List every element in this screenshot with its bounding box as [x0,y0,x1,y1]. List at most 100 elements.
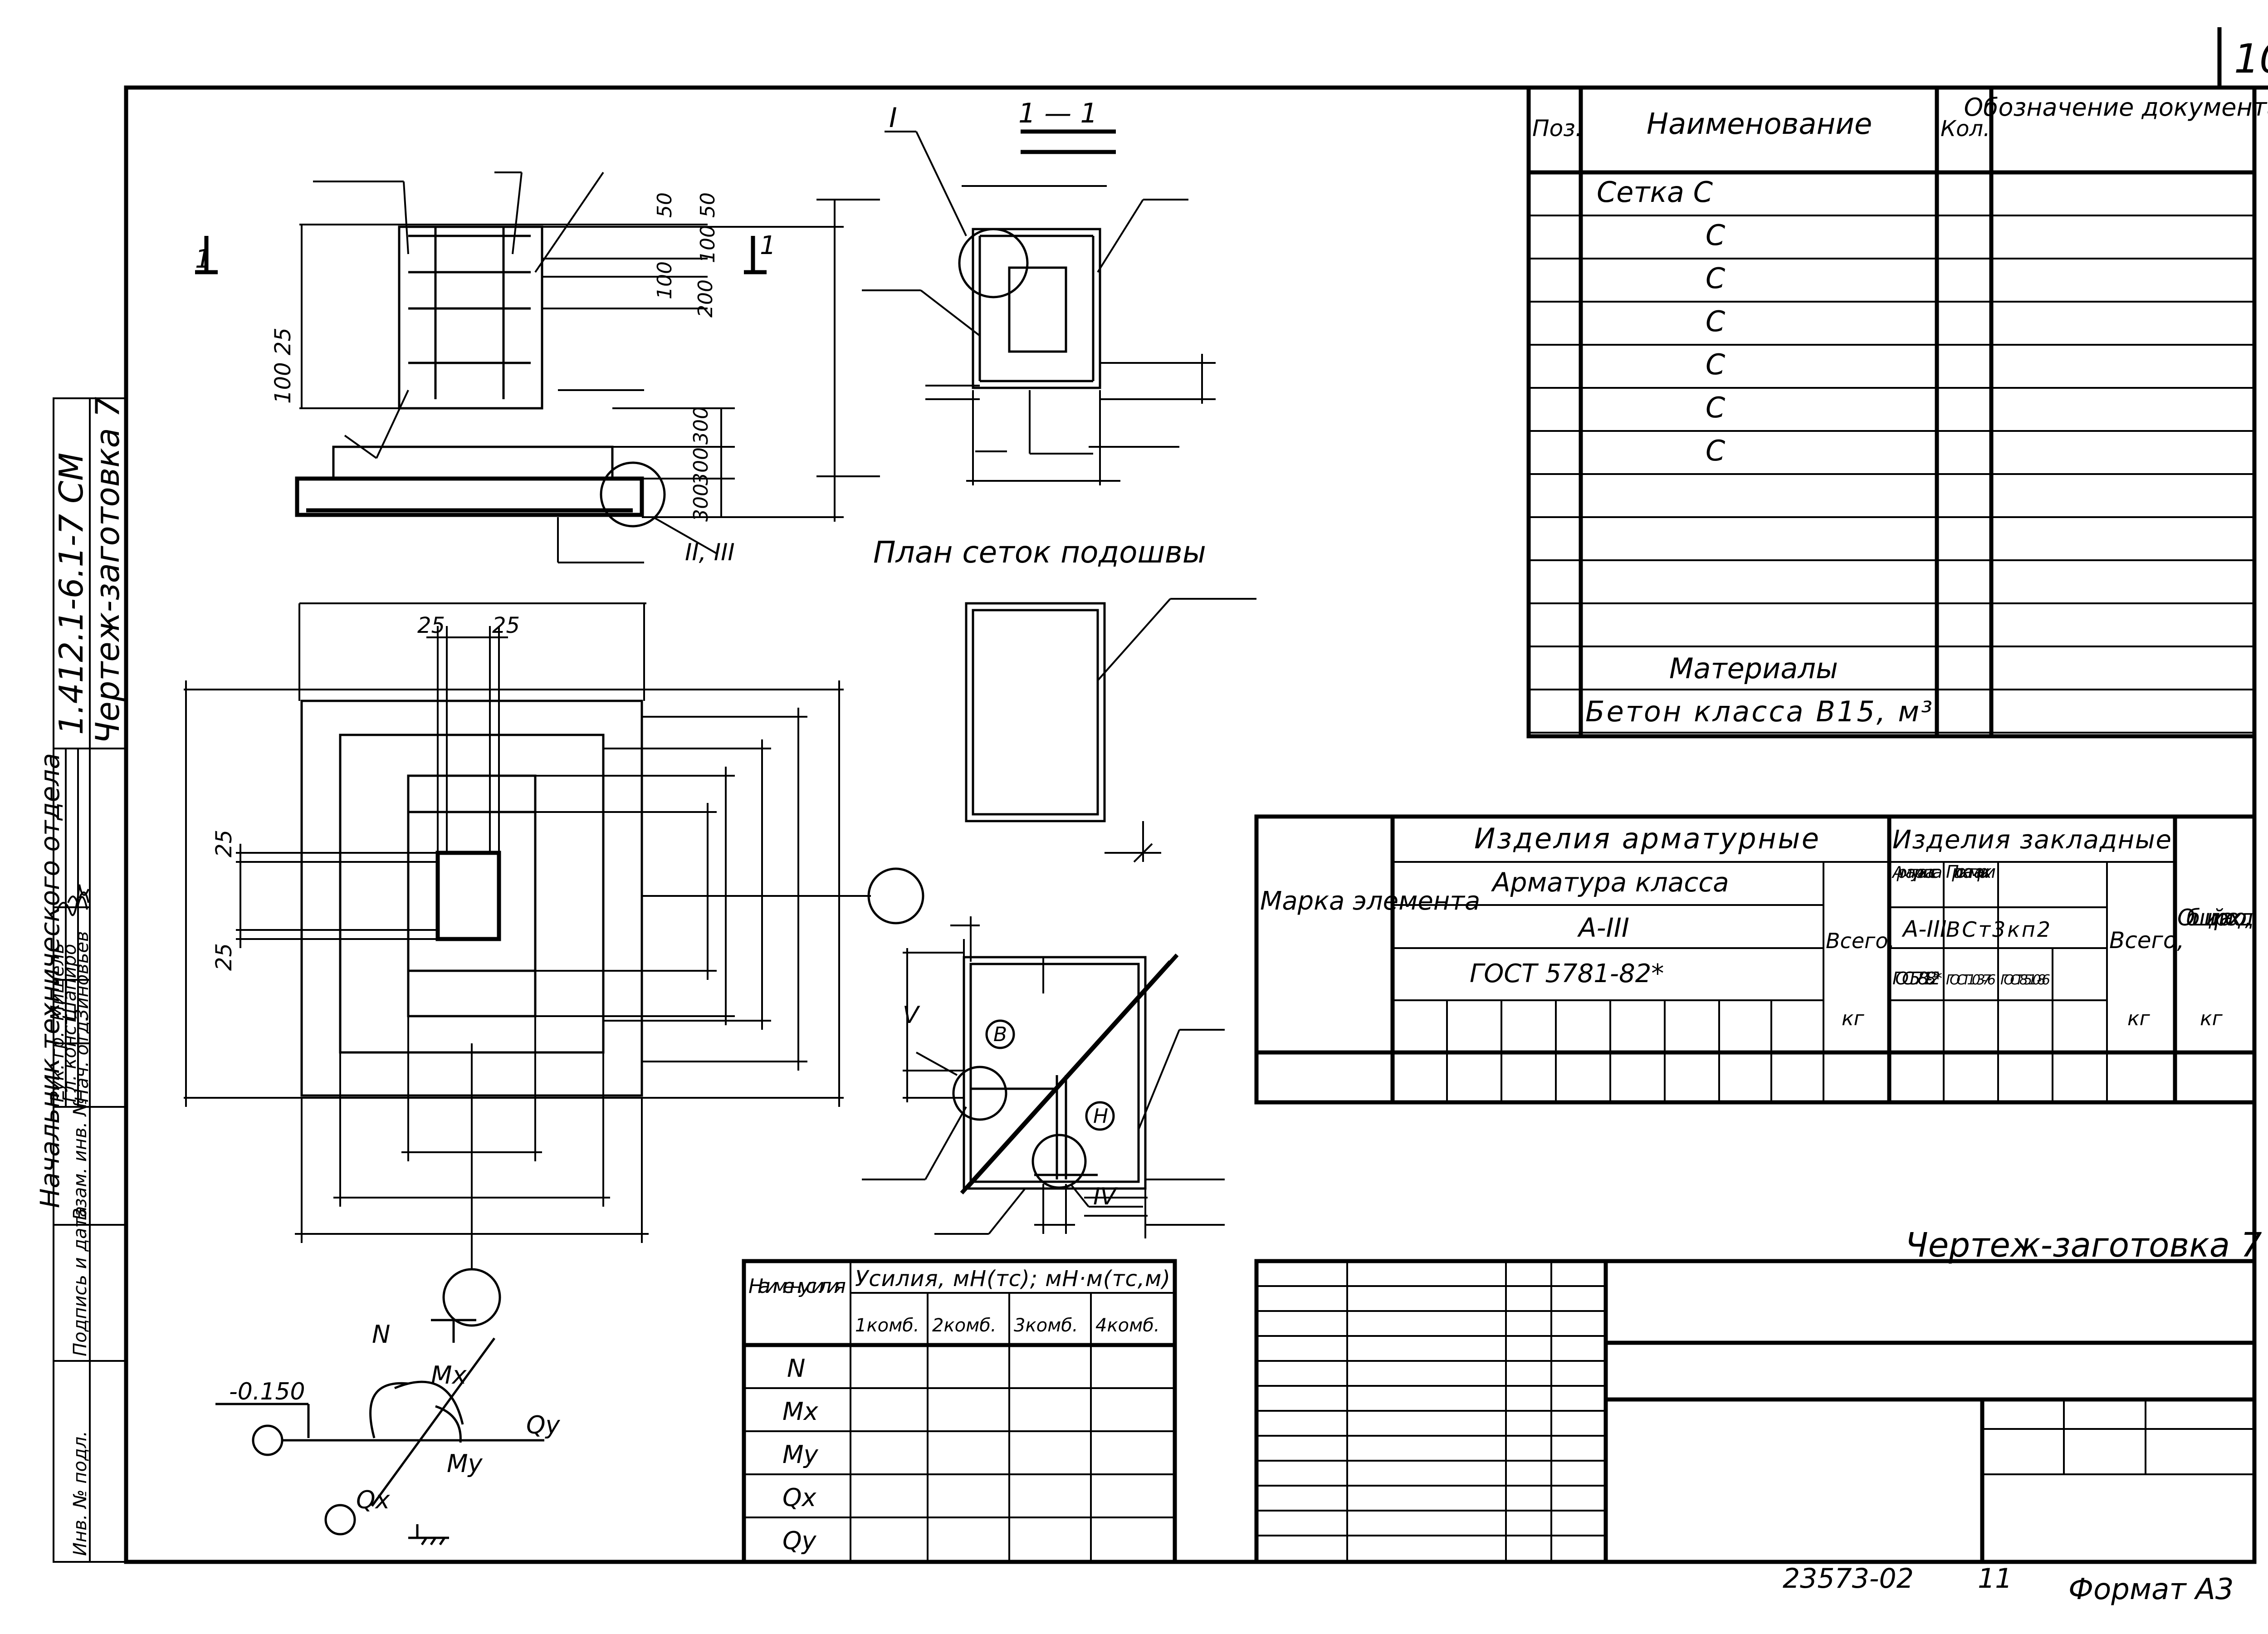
embed-mark-h: Н [1093,1105,1108,1128]
node-mark-4: IV [1093,1183,1118,1210]
loads-row-mx: Mx [782,1397,819,1426]
dim-elev-1: 50 [653,192,676,218]
stamp-field-3: Взам. инв. № [70,1097,91,1220]
footer-page: 11 [1978,1563,2012,1595]
spec-header-doc-text: Обозначение документа [1964,93,2268,122]
spec-header-qty: Кол. [1941,116,1990,142]
loads-row-my: My [782,1440,819,1469]
spec-row-6: С [1706,391,1725,424]
stamp-name-1: Мишель [47,943,68,1021]
rebar-total-label: Всего, [1826,929,1895,953]
loads-header-name: Наимен. усилия [748,1275,846,1298]
dim-step-2: 300 [689,447,713,485]
stamp-name-3: Зиновьев [72,931,93,1021]
section-mark-left: 1 [195,245,211,274]
spec-row-1: Сетка С [1597,176,1713,209]
force-n: N [372,1320,390,1349]
rebar-group-1: Изделия арматурные [1474,822,1819,855]
spec-header-doc: Обозначение документа [1964,93,2268,122]
rebar-unit-2: кг [2127,1007,2151,1030]
stamp-name-2: Шапиро [59,944,80,1021]
plan-title: План сеток подошвы [873,535,1206,570]
rebar-unit-1: кг [1842,1007,1865,1030]
rebar-total-2: Всего, [2109,927,2184,954]
loads-col-1: 1комб. [855,1315,919,1336]
rebar-sub2: Прокат марки [1946,862,1996,882]
spec-row-2: С [1706,219,1725,252]
rebar-table-grid [1254,814,2257,1105]
rebar-sub1-val: А-III [1901,916,1946,942]
rebar-sub2-gost-a: ГОСТ 103-76 [1946,972,1996,988]
section-1-1 [862,129,1216,485]
loads-col-3: 3комб. [1014,1315,1078,1336]
loads-col-2: 2комб. [932,1315,997,1336]
loads-table-grid [742,1259,1177,1564]
spec-concrete-label: Бетон класса В15, м³ [1585,695,1932,728]
dim-plan-left-2: 25 [211,943,237,971]
loads-row-n: N [787,1354,805,1383]
rebar-class-label: Арматура класса [1491,867,1729,898]
dim-step-3: 300 [689,484,713,522]
spec-row-7: С [1706,434,1725,467]
dim-elev-5: 200 [694,279,717,318]
spec-header-pos: Поз. [1532,115,1583,142]
left-stamp [53,397,127,1563]
node-mark-2-3: II, III [685,539,735,566]
force-qy: Qy [526,1411,561,1439]
spec-row-4: С [1706,305,1725,338]
rebar-group-2: Изделия закладные [1892,825,2171,855]
rebar-unit-3: кг [2200,1007,2223,1030]
stamp-field-2: Подпись и дата [70,1206,91,1356]
force-my: My [447,1449,483,1478]
loads-row-qy: Qy [782,1526,817,1555]
title-caption: Чертеж-заготовка 7 [1905,1226,2262,1265]
stamp-signatures [56,884,89,916]
section-mark-right: 1 [760,231,776,260]
spec-table-rows [1529,215,2254,734]
dim-elev-left: 100 25 [270,328,296,404]
dim-elev-4: 100 [696,225,719,263]
rebar-gost-1: ГОСТ 5781-82* [1470,959,1664,988]
plan-view [184,602,924,1327]
dim-plan-top-2: 25 [492,613,520,638]
dim-plan-top-1: 25 [417,613,445,638]
dim-plan-left-1: 25 [211,830,237,857]
embed-mark-b: В [993,1023,1007,1046]
rebar-general: Общий расход, [2177,905,2254,931]
node-mark-1: I [889,102,897,134]
forces-diagram [215,1319,544,1546]
rebar-sub1: Арматура класса [1892,863,1942,882]
stamp-role-3: Нач. отд. [72,1015,93,1102]
dim-elev-3: 100 [653,261,676,299]
spec-row-5: С [1706,348,1725,381]
rebar-sub2-gost-b: ГОСТ 8510-86 [2000,972,2050,988]
stamp-header: Начальник технического отдела [34,753,65,1208]
force-mx: Mx [431,1361,467,1389]
force-qx: Qx [356,1486,391,1514]
doc-code-vertical: 1.412.1-6.1-7 СМ [52,453,90,735]
spec-table-grid [1526,85,2257,739]
stamp-field-1: Инв. № подл. [70,1431,91,1556]
dim-step-1: 300 [689,406,713,445]
title-block-grid [1254,1259,2257,1564]
level-mark: -0.150 [229,1378,305,1405]
rebar-class-value: А-III [1577,912,1629,943]
sheet-number: 10 [2234,35,2268,82]
footer-archive: 23573-02 [1783,1563,1914,1595]
loads-row-qx: Qx [782,1483,817,1512]
footer-format: Формат А3 [2068,1573,2234,1606]
spec-materials-label: Материалы [1669,652,1838,685]
dim-elev-2: 50 [696,192,719,218]
elevation-view [195,171,880,563]
mesh-detail [965,598,1256,863]
rebar-sub2-val: ВСт3кп2 [1946,917,2050,942]
loads-header-forces: Усилия, мН(тс); мН·м(тс,м) [855,1266,1170,1292]
section-1-1-label: 1 — 1 [1018,98,1098,129]
loads-col-4: 4комб. [1095,1315,1160,1336]
spec-row-3: С [1706,262,1725,295]
rebar-mark-label: Марка элемента [1260,886,1480,916]
doc-title-vertical: Чертеж-заготовка 7 [88,396,127,744]
rebar-sub1-gost: ГОСТ 5781-82* [1892,969,1942,988]
